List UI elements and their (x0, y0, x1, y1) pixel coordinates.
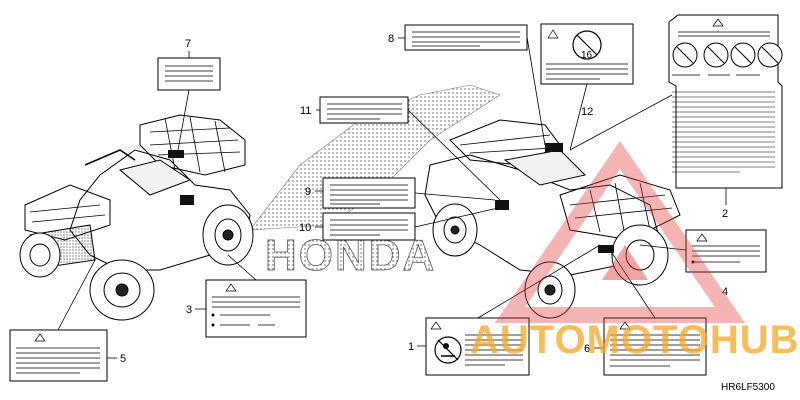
leader-lines (57, 36, 727, 331)
callout-10: 10 (299, 222, 311, 234)
callout-6: 6 (584, 343, 590, 355)
diagram-code: HR6LF5300 (721, 382, 775, 393)
label-7 (157, 57, 221, 91)
label-4 (685, 229, 767, 273)
callout-5: 5 (120, 353, 126, 365)
atv-front-view (19, 114, 254, 321)
callout-4: 4 (722, 286, 728, 298)
svg-text:16: 16 (581, 50, 593, 61)
callout-1: 1 (408, 341, 414, 353)
label-9 (322, 177, 416, 209)
label-3 (205, 279, 307, 338)
callout-12: 12 (581, 106, 593, 118)
callout-11: 11 (300, 105, 311, 117)
watermark-text: AUTOMOTOHUB (470, 318, 800, 362)
watermark-logo (494, 140, 746, 323)
callout-7: 7 (185, 38, 191, 50)
age-16-icon: 16 (572, 30, 602, 61)
no-riding-icon (672, 42, 783, 68)
label-5 (9, 329, 108, 382)
label-1 (425, 317, 530, 376)
callout-numbers: 7 11 8 12 2 9 10 3 5 1 6 4 (107, 33, 728, 365)
label-2 (668, 14, 783, 189)
label-12: 16 (540, 23, 634, 85)
callout-2: 2 (722, 208, 728, 220)
label-8 (404, 24, 528, 51)
no-passenger-icon (434, 336, 462, 364)
callout-9: 9 (305, 186, 311, 198)
atv-rear-view (424, 119, 681, 319)
label-11 (319, 96, 409, 124)
callout-3: 3 (186, 304, 192, 316)
callout-8: 8 (388, 33, 394, 45)
label-6 (603, 317, 707, 376)
label-10 (322, 212, 416, 241)
